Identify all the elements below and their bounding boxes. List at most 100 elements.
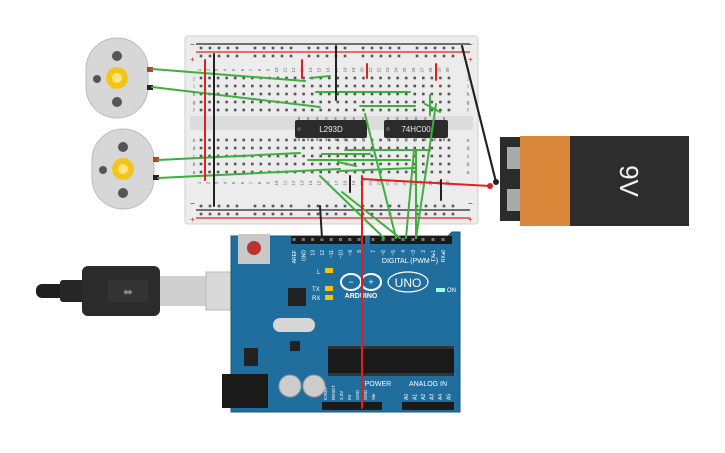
breadboard-column-label: 28 bbox=[428, 67, 433, 73]
breadboard-column-label: 3 bbox=[214, 68, 219, 71]
breadboard-row-label: f bbox=[193, 108, 195, 114]
digital-pin-label: 12 bbox=[320, 250, 326, 256]
svg-text:−: − bbox=[348, 277, 353, 287]
rail-minus-bottom: − bbox=[190, 199, 195, 208]
digital-pin-label: 2 bbox=[421, 250, 427, 253]
breadboard-column-label: 24 bbox=[394, 67, 399, 73]
digital-pin-label: ~6 bbox=[381, 250, 387, 256]
breadboard-column-label: 25 bbox=[402, 67, 407, 73]
rail-minus-top: − bbox=[190, 40, 195, 49]
breadboard-column-label: 13 bbox=[300, 180, 305, 186]
digital-pin-label: AREF bbox=[292, 250, 298, 263]
led-rx-label: RX bbox=[312, 296, 320, 302]
l293d-label: L293D bbox=[319, 125, 343, 134]
breadboard-column-label: 10 bbox=[274, 67, 279, 73]
breadboard-row-label: e bbox=[467, 138, 470, 144]
battery-label: 9V bbox=[614, 165, 644, 197]
digital-pin-label: 4 bbox=[401, 250, 407, 253]
digital-pin-label: ~3 bbox=[411, 250, 417, 256]
breadboard-row-label: d bbox=[193, 146, 196, 152]
digital-pin-label: ~5 bbox=[391, 250, 397, 256]
breadboard-column-label: 7 bbox=[248, 181, 253, 184]
power-label: POWER bbox=[365, 381, 391, 388]
power-pin-label: RESET bbox=[331, 385, 336, 400]
wire-motor-top-red bbox=[151, 68, 306, 82]
svg-text:+: + bbox=[368, 277, 373, 287]
rail-minus-top-right: − bbox=[468, 40, 473, 49]
breadboard-column-label: 30 bbox=[445, 67, 450, 73]
power-pin-label: 3.3V bbox=[339, 391, 344, 400]
breadboard-column-label: 11 bbox=[283, 67, 288, 72]
breadboard-column-label: 4 bbox=[223, 181, 228, 184]
breadboard-column-label: 6 bbox=[240, 68, 245, 71]
breadboard-row-label: h bbox=[467, 92, 470, 98]
breadboard-column-label: 15 bbox=[317, 180, 322, 186]
led-l-label: L bbox=[317, 270, 321, 276]
analog-pin-label: A3 bbox=[430, 394, 436, 400]
dc-motor-top[interactable] bbox=[85, 37, 153, 119]
breadboard-column-label: 14 bbox=[308, 180, 313, 186]
analog-pin-label: A4 bbox=[438, 394, 444, 400]
breadboard-row-label: j bbox=[192, 76, 194, 82]
breadboard-column-label: 26 bbox=[411, 67, 416, 73]
breadboard-column-label: 3 bbox=[214, 181, 219, 184]
breadboard-column-label: 9 bbox=[265, 68, 270, 71]
breadboard-row-label: g bbox=[193, 100, 196, 106]
digital-pin-label: 13 bbox=[311, 250, 317, 256]
breadboard-column-label: 21 bbox=[368, 180, 373, 186]
breadboard-column-label: 6 bbox=[240, 181, 245, 184]
digital-pin-label: TX▸1 bbox=[431, 250, 437, 262]
dc-motor-bottom[interactable] bbox=[91, 128, 159, 210]
wire-motor-bottom-red bbox=[157, 152, 301, 161]
breadboard-column-label: 1 bbox=[197, 181, 202, 184]
breadboard-column-label: 20 bbox=[359, 67, 364, 73]
breadboard-column-label: 23 bbox=[385, 180, 390, 186]
breadboard-row-label: h bbox=[193, 92, 196, 98]
breadboard-column-label: 2 bbox=[206, 181, 211, 184]
breadboard-column-label: 5 bbox=[231, 181, 236, 184]
breadboard-column-label: 18 bbox=[342, 180, 347, 186]
rail-plus-top-right: + bbox=[468, 55, 473, 64]
breadboard-column-label: 29 bbox=[436, 67, 441, 73]
breadboard-column-label: 14 bbox=[308, 67, 313, 73]
breadboard-column-label: 12 bbox=[291, 67, 296, 73]
74hc00-chip[interactable]: 74HC00 bbox=[384, 120, 448, 138]
breadboard-row-label: c bbox=[193, 154, 196, 160]
breadboard-column-label: 8 bbox=[257, 68, 262, 71]
breadboard-row-label: a bbox=[467, 170, 470, 176]
breadboard-row-label: c bbox=[467, 154, 470, 160]
digital-pin-label: ~10 bbox=[339, 250, 345, 259]
analog-label: ANALOG IN bbox=[409, 381, 447, 388]
usb-icon: ⬌ bbox=[123, 285, 133, 299]
wire-motor-bottom-black bbox=[157, 168, 341, 179]
breadboard-column-label: 18 bbox=[342, 67, 347, 73]
breadboard-column-label: 23 bbox=[385, 67, 390, 73]
usb-cable[interactable]: ⬌ bbox=[36, 266, 235, 316]
breadboard-column-label: 22 bbox=[377, 67, 382, 73]
wires bbox=[151, 45, 499, 409]
74hc00-label: 74HC00 bbox=[401, 125, 431, 134]
breadboard-column-label: 19 bbox=[351, 67, 356, 73]
breadboard-column-label: 25 bbox=[402, 180, 407, 186]
analog-pin-label: A0 bbox=[404, 394, 410, 400]
analog-pin-label: A1 bbox=[413, 394, 419, 400]
rail-plus-bottom-right: + bbox=[468, 215, 473, 224]
breadboard-column-label: 15 bbox=[317, 67, 322, 73]
breadboard-row-label: j bbox=[466, 76, 468, 82]
breadboard-column-label: 22 bbox=[377, 180, 382, 186]
breadboard-column-label: 4 bbox=[223, 68, 228, 71]
breadboard-column-label: 2 bbox=[206, 68, 211, 71]
breadboard-column-label: 24 bbox=[394, 180, 399, 186]
digital-pin-label: 7 bbox=[371, 250, 377, 253]
breadboard-column-label: 10 bbox=[274, 180, 279, 186]
9v-battery[interactable]: 9V bbox=[500, 136, 689, 226]
breadboard-row-label: i bbox=[193, 84, 194, 90]
wire-motor-top-black bbox=[151, 86, 321, 108]
digital-pin-label: GND bbox=[301, 250, 307, 262]
power-pin-label: Vin bbox=[371, 393, 376, 400]
rail-plus-bottom: + bbox=[190, 215, 195, 224]
l293d-chip[interactable]: L293D bbox=[295, 120, 367, 138]
digital-pin-label: ~9 bbox=[348, 250, 354, 256]
arduino-model: UNO bbox=[395, 276, 422, 290]
